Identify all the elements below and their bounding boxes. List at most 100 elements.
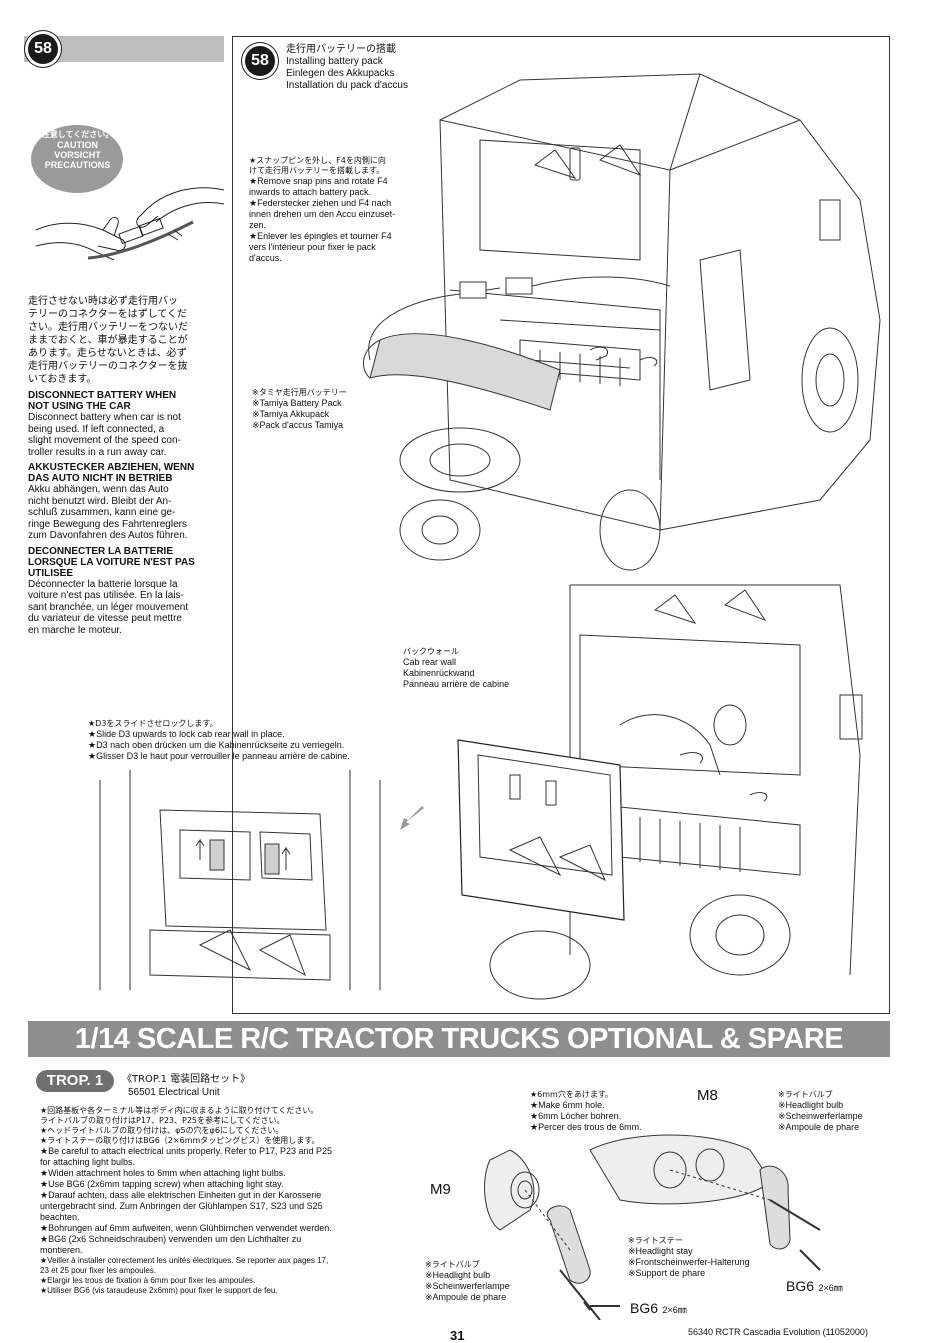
caution-badge-fr: PRECAUTIONS [44, 160, 111, 170]
bulb-left-de: ※Scheinwerferlampe [425, 1281, 510, 1291]
step-number-badge-frame: 58 [245, 46, 275, 76]
stay-fr: ※Support de phare [628, 1268, 706, 1278]
hole-note-fr: ★Percer des trous de 6mm. [530, 1122, 642, 1132]
bulb-right-en: ※Headlight bulb [778, 1100, 844, 1110]
step-title-block: 走行用バッテリーの搭載 Installing battery pack Einl… [286, 44, 408, 92]
trop-ja-2: ライトバルブの取り付けはP17、P23、P25を参考にしてください。 [40, 1116, 285, 1125]
snap-note-fr-2: vers l'intérieur pour fixer le pack [249, 242, 376, 252]
trop-ja-3: ★ヘッドライトバルブの取り付けは、φ5の穴をφ6にしてください。 [40, 1126, 284, 1135]
caution-text-column: 走行させない時は必ず走行用バッ テリーのコネクターをはずしてくだ さい。走行用バ… [28, 295, 218, 636]
caution-text-de: Akku abhängen, wenn das Auto nicht benut… [28, 484, 188, 541]
part-m8-label: M8 [697, 1087, 718, 1104]
stay-en: ※Headlight stay [628, 1246, 693, 1256]
trop-item: 56501 Electrical Unit [128, 1087, 220, 1098]
trop-de-4: ★Bohrungen auf 6mm aufweiten, wenn Glühb… [40, 1223, 332, 1233]
trop-en-4: ★Use BG6 (2x6mm tapping screw) when atta… [40, 1179, 284, 1189]
bg6-right-label: BG6 [786, 1278, 815, 1294]
bulb-left-en: ※Headlight bulb [425, 1270, 491, 1280]
step-title-ja: 走行用バッテリーの搭載 [286, 44, 396, 55]
stay-de: ※Frontscheinwerfer-Halterung [628, 1257, 750, 1267]
trop-de-1: ★Darauf achten, dass alle elektrischen E… [40, 1190, 322, 1200]
trop-ja-4: ★ライトステーの取り付けはBG6（2×6mmタッピングビス）を使用します。 [40, 1136, 320, 1145]
section-banner-title: 1/14 SCALE R/C TRACTOR TRUCKS OPTIONAL &… [74, 1023, 844, 1091]
snap-note-de-3: zen. [249, 220, 267, 230]
hole-note-en: ★Make 6mm hole. [530, 1100, 605, 1110]
slide-note-ja: ★D3をスライドさせロックします。 [88, 719, 218, 728]
caution-badge-ja: 注意してください。 [41, 130, 114, 139]
part-m9-label: M9 [430, 1181, 451, 1198]
step-title-en: Installing battery pack [286, 56, 383, 67]
rear-wall-label-ja: バックウォール [403, 647, 459, 656]
caution-text-fr: Déconnecter la batterie lorsque la voitu… [28, 578, 189, 636]
hole-note-de: ★6mm Löcher bohren. [530, 1111, 622, 1121]
trop-fr-2: 23 et 25 pour fixer les ampoules. [40, 1266, 157, 1275]
hole-note: ★6mm穴をあけます。 ★Make 6mm hole. ★6mm Löcher … [530, 1090, 642, 1133]
snap-note-fr-3: d'accus. [249, 253, 282, 263]
caution-heading-de: AKKUSTECKER ABZIEHEN, WENN DAS AUTO NICH… [28, 462, 195, 484]
headlight-bulb-callout-right: ※ライトバルブ ※Headlight bulb ※Scheinwerferlam… [778, 1090, 863, 1133]
caution-text-ja: 走行させない時は必ず走行用バッ テリーのコネクターをはずしてくだ さい。走行用バ… [28, 296, 188, 385]
truck-rear-wall-illustration [457, 584, 863, 1000]
bg6-left-label: BG6 [630, 1300, 659, 1316]
step-title-fr: Installation du pack d'accus [286, 80, 408, 91]
battery-label-ja: ※タミヤ走行用バッテリー [252, 388, 347, 397]
rear-wall-callout: バックウォール Cab rear wall Kabinenrückwand Pa… [403, 647, 509, 690]
headlight-bulb-callout-left: ※ライトバルブ ※Headlight bulb ※Scheinwerferlam… [425, 1260, 510, 1303]
snap-note-en-2: inwards to attach battery pack. [249, 187, 372, 197]
trop-fr-1: ★Veiller à installer correctement les un… [40, 1256, 329, 1265]
snap-note-fr-1: ★Enlever les épingles et tourner F4 [249, 231, 392, 241]
trop-de-2: untergebracht sind. Zum Anbringen der Gl… [40, 1201, 323, 1211]
hole-note-ja: ★6mm穴をあけます。 [530, 1090, 614, 1099]
slide-note-fr: ★Glisser D3 le haut pour verrouiller le … [88, 751, 350, 761]
battery-label-fr: ※Pack d'accus Tamiya [252, 420, 344, 430]
caution-badge-icon [31, 125, 123, 193]
bulb-right-de: ※Scheinwerferlampe [778, 1111, 863, 1121]
trop-ja-1: ★回路基板や各ターミナル等はボディ内に収まるように取り付けてください。 [40, 1106, 319, 1115]
trop-de-5: ★BG6 (2x6 Schneidschrauben) verwenden um… [40, 1234, 302, 1244]
truck-battery-install-illustration [362, 73, 881, 571]
stay-ja: ※ライトステー [628, 1236, 683, 1245]
trop-en-2: for attaching light bulbs. [40, 1157, 136, 1167]
trop-de-6: montieren. [40, 1245, 83, 1255]
slide-d3-note: ★D3をスライドさせロックします。 ★Slide D3 upwards to l… [88, 719, 350, 762]
snap-pin-note: ★スナップピンを外し、F4を内側に向 けて走行用バッテリーを搭載します。 ★Re… [249, 156, 395, 264]
battery-callout: ※タミヤ走行用バッテリー ※Tamiya Battery Pack ※Tamiy… [252, 388, 347, 431]
caution-badge-en: CAUTION [57, 140, 98, 150]
step-number-badge: 58 [28, 34, 58, 64]
snap-note-de-1: ★Federstecker ziehen und F4 nach [249, 198, 392, 208]
screw-bg6-left: BG6 2×6㎜ [630, 1300, 687, 1318]
trop-en-3: ★Widen attachment holes to 6mm when atta… [40, 1168, 286, 1178]
disconnect-connector-illustration [35, 187, 225, 261]
caution-badge-text: 注意してください。 CAUTION VORSICHT PRECAUTIONS [30, 130, 125, 170]
slide-note-en: ★Slide D3 upwards to lock cab rear wall … [88, 729, 285, 739]
trop-instructions: ★回路基板や各ターミナル等はボディ内に収まるように取り付けてください。 ライトバ… [40, 1106, 332, 1296]
battery-label-en: ※Tamiya Battery Pack [252, 398, 342, 408]
trop-de-3: beachten. [40, 1212, 80, 1222]
headlight-stay-callout: ※ライトステー ※Headlight stay ※Frontscheinwerf… [628, 1236, 750, 1279]
bulb-right-ja: ※ライトバルブ [778, 1090, 833, 1099]
direction-arrow-icon [400, 806, 424, 830]
caution-heading-en: DISCONNECT BATTERY WHEN NOT USING THE CA… [28, 390, 177, 412]
step-title-de: Einlegen des Akkupacks [286, 68, 395, 79]
snap-note-ja-1: ★スナップピンを外し、F4を内側に向 [249, 156, 386, 165]
bg6-right-size: 2×6㎜ [818, 1283, 843, 1293]
bulb-right-fr: ※Ampoule de phare [778, 1122, 860, 1132]
snap-note-ja-2: けて走行用バッテリーを搭載します。 [249, 166, 385, 175]
rear-wall-label-fr: Panneau arrière de cabine [403, 679, 510, 689]
bulb-left-ja: ※ライトバルブ [425, 1260, 480, 1269]
rear-wall-label-de: Kabinenrückwand [403, 668, 475, 678]
bulb-left-fr: ※Ampoule de phare [425, 1292, 507, 1302]
caution-badge-de: VORSICHT [54, 150, 101, 160]
step-frame [232, 36, 890, 1014]
snap-note-en-1: ★Remove snap pins and rotate F4 [249, 176, 388, 186]
rear-wall-label-en: Cab rear wall [403, 657, 457, 667]
bg6-left-size: 2×6㎜ [662, 1305, 687, 1315]
trop-badge: TROP. 1 [36, 1070, 114, 1092]
document-code: 56340 RCTR Cascadia Evolution (11052000) [688, 1327, 868, 1337]
trop-fr-4: ★Utiliser BG6 (vis taraudeuse 2x6mm) pou… [40, 1286, 278, 1295]
caution-heading-fr: DECONNECTER LA BATTERIE LORSQUE LA VOITU… [28, 545, 195, 579]
screw-bg6-right: BG6 2×6㎜ [786, 1278, 843, 1296]
caution-text-en: Disconnect battery when car is not being… [28, 412, 181, 458]
snap-note-de-2: innen drehen um den Accu einzuset- [249, 209, 396, 219]
trop-name-ja: 《TROP.1 電装回路セット》 [122, 1074, 251, 1085]
